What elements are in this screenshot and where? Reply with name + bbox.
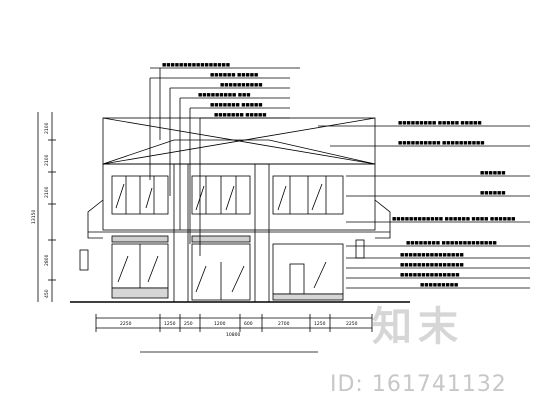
callout-top-5: ■■■■■■■ ■■■■■ [210,103,262,108]
watermark-id: ID: 161741132 [330,372,507,397]
callout-right-3: ■■■■■■ [480,171,506,176]
dim-bottom-5: 600 [244,321,253,327]
callout-right-10: ■■■■■■■■■ [420,283,458,288]
callout-right-8: ■■■■■■■■■■■■■■■ [400,263,464,268]
callout-right-9: ■■■■■■■■■■■■■■ [400,273,460,278]
dim-left-6: 450 [44,289,50,298]
dim-left-1: 2100 [44,122,50,134]
callout-right-7: ■■■■■■■■■■■■■■■ [400,253,464,258]
dim-left-3: 2100 [44,186,50,198]
column-right [254,163,270,303]
callout-top-4: ■■■■■■■■■ ■■■ [198,93,250,98]
dim-bottom-7: 1250 [314,321,326,327]
storefront-right [272,243,344,295]
dim-bottom-4: 1200 [214,321,226,327]
dim-left-5: 2800 [44,254,50,266]
dim-total: 10800 [226,332,240,338]
callout-right-5: ■■■■■■■■■■■■ ■■■■■■ ■■■■ ■■■■■■ [392,217,515,222]
dim-bottom-1: 2250 [120,321,132,327]
dim-left-2: 2100 [44,154,50,166]
dim-bottom-3: 250 [184,321,193,327]
callout-top-2: ■■■■■■ ■■■■■ [210,73,258,78]
callout-top-6: ■■■■■■■ ■■■■■ [214,113,266,118]
dim-bottom-6: 2700 [278,321,290,327]
callout-right-4: ■■■■■■ [480,191,506,196]
callout-top-3: ■■■■■■■■■■ [220,83,263,88]
callout-right-6: ■■■■■■■■ ■■■■■■■■■■■■■ [406,241,497,246]
watermark-logo: 知末 [372,304,464,350]
callout-right-2: ■■■■■■■■■■ ■■■■■■■■■■ [398,141,484,146]
column-left [173,163,189,303]
dim-bottom-2: 1250 [164,321,176,327]
callout-top-1: ■■■■■■■■■■■■■■■■ [162,63,230,68]
facade-body [102,163,376,231]
dim-bottom-8: 2250 [346,321,358,327]
callout-right-1: ■■■■■■■■■ ■■■■■ ■■■■■ [398,121,482,126]
dim-left-4: 13150 [31,210,37,224]
